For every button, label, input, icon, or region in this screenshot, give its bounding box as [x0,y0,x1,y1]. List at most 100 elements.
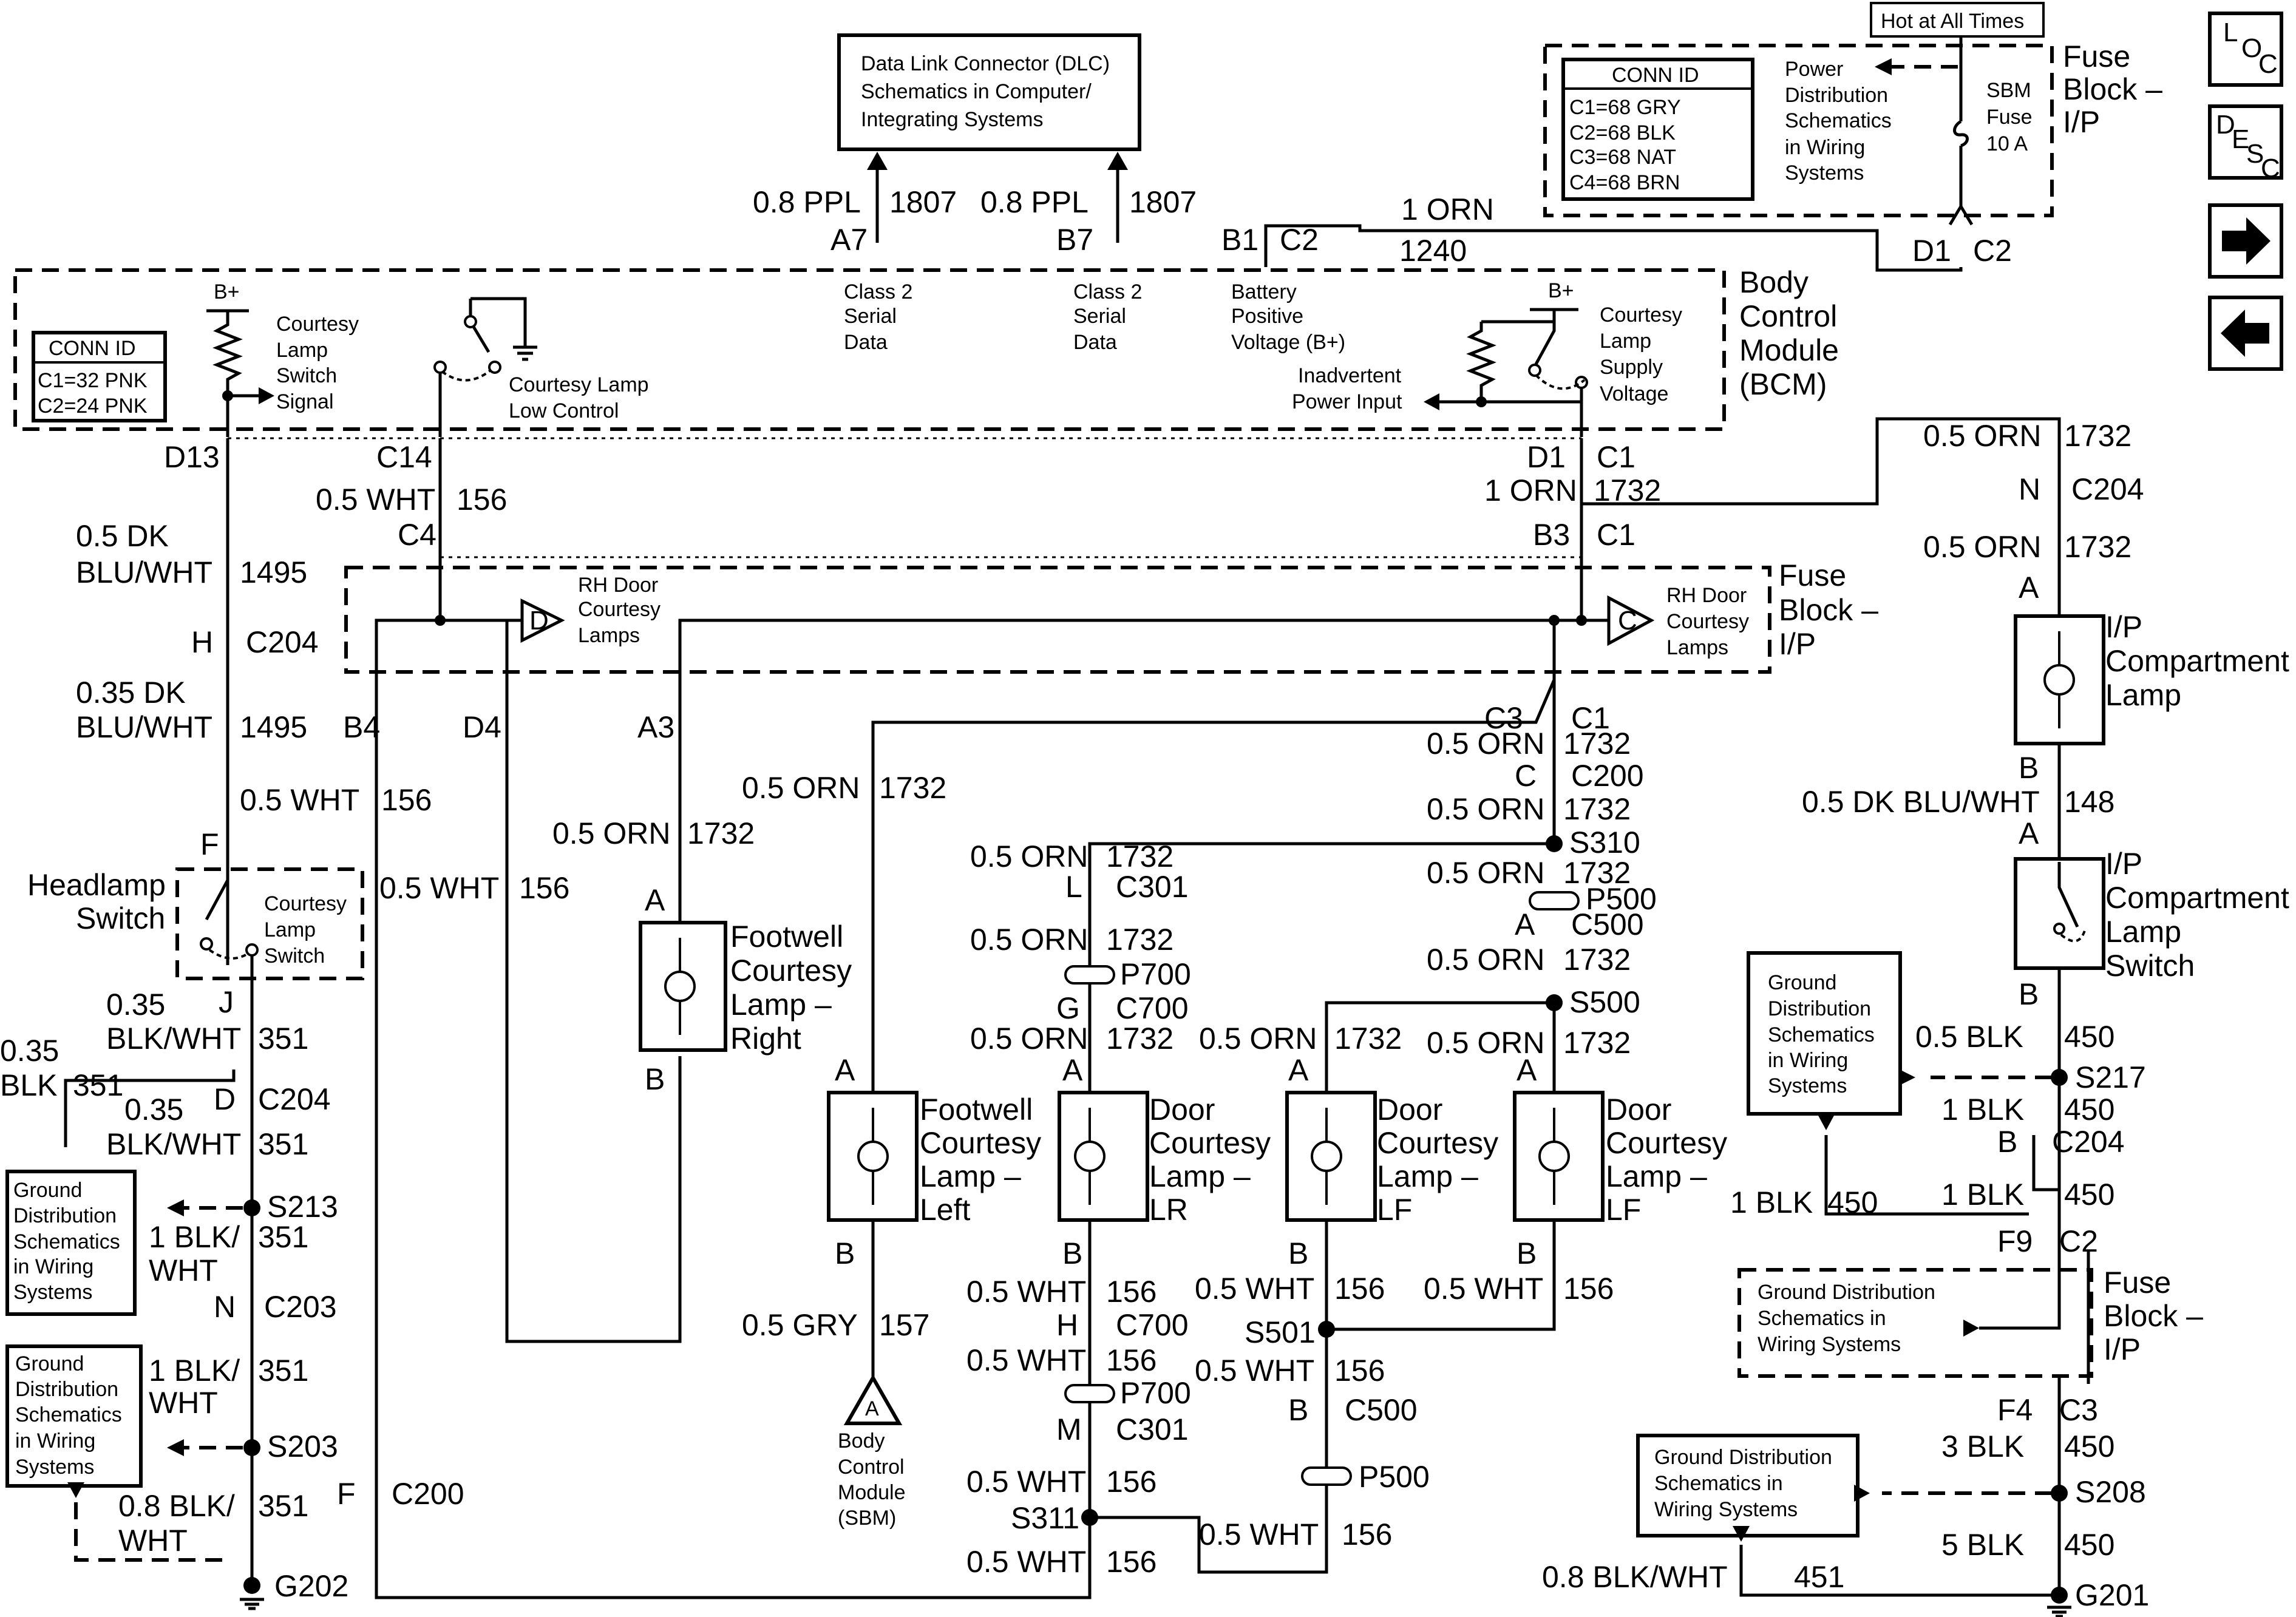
rh-left-3: Lamps [578,624,640,647]
fuse-block-bot-1: Fuse [2104,1266,2171,1300]
dlc-line-2: Schematics in Computer/ [861,80,1092,103]
a7-circuit: 1807 [889,185,957,219]
connector-p500-b [1301,1466,1352,1486]
splice-s203: S203 [267,1429,338,1463]
bcm-ref-4: (SBM) [838,1507,896,1530]
fr-1: Footwell [730,920,843,954]
connector-p700-b [1064,1384,1115,1403]
ground-ref-2[interactable]: Ground Distribution Schematics in Wiring… [5,1344,143,1488]
pin-c-c200: C [1515,759,1537,793]
bcm-title-3: Module [1739,333,1839,367]
svg-text:C1=68 GRY: C1=68 GRY [1569,96,1681,119]
svg-text:CONN ID: CONN ID [1612,64,1699,87]
class2-b-1: Class 2 [1073,280,1142,303]
lr-4: LR [1149,1193,1188,1227]
pin-h2: H [1056,1308,1078,1342]
c1732-g: 1732 [1563,856,1631,890]
svg-text:Ground Distribution: Ground Distribution [1654,1446,1832,1469]
pin-m: M [1056,1412,1082,1446]
switch-signal-1: Courtesy [276,313,359,336]
ip-compartment-lamp-switch[interactable] [2014,857,2105,970]
orn-wire-label: 1 ORN [1401,192,1494,226]
headlamp-label-1: Headlamp [27,868,166,902]
courtesy-lamp-switch[interactable] [200,874,259,960]
gnd4-2: Schematics in [1758,1307,1886,1330]
pin-b-lr: B [1062,1236,1082,1270]
desc-button[interactable]: D E S C [2208,104,2283,183]
lf2-2: Courtesy [1606,1126,1727,1160]
blk035-c: 0.35 [0,1034,59,1068]
blk5: 5 BLK [1941,1528,2024,1562]
c157: 157 [879,1308,929,1342]
c156-i: 156 [1563,1272,1614,1306]
next-page-button[interactable] [2208,203,2283,279]
svg-text:Wiring Systems: Wiring Systems [1654,1498,1798,1521]
pin-c14: C14 [376,440,432,474]
w156-b: 0.5 WHT [240,783,359,817]
c351-c: 351 [258,1127,308,1161]
pin-a-lf1: A [1288,1053,1309,1087]
supply-4: Voltage [1600,382,1668,405]
desc-letter-d: D [2216,110,2235,140]
bcm-ref-1: Body [838,1429,885,1453]
pin-j: J [219,985,234,1019]
lf1-2: Courtesy [1377,1126,1498,1160]
loc-button[interactable]: L O C [2208,12,2283,87]
ip-lamp-2: Compartment [2105,644,2289,678]
blk1-c: 1 BLK/ [149,1354,240,1388]
c700-b: C700 [1116,1308,1189,1342]
ground-ref-1[interactable]: Ground Distribution Schematics in Wiring… [5,1170,137,1316]
ground-ref-3[interactable]: Ground Distribution Schematics in Wiring… [1747,951,1902,1116]
pin-a-fr: A [645,883,665,917]
c450-a: 450 [2064,1020,2114,1054]
svg-text:in Wiring: in Wiring [1768,1049,1848,1072]
svg-text:Hot at All Times: Hot at All Times [1881,10,2024,33]
fuse-rating: 10 A [1986,132,2028,155]
c500-b: C500 [1345,1393,1418,1427]
dkblu-3: 0.35 DK [76,676,186,710]
supply-2: Lamp [1600,330,1651,353]
lf2-4: LF [1606,1193,1641,1227]
blk035-e: 0.35 [124,1093,183,1127]
c301: C301 [1116,870,1189,904]
svg-text:Schematics: Schematics [13,1230,120,1253]
dlc-reference-box[interactable]: Data Link Connector (DLC) Schematics in … [837,33,1141,151]
c301-b: C301 [1116,1412,1189,1446]
c351-a: 351 [258,1022,308,1056]
class2-b-2: Serial [1073,305,1126,328]
fuse-block-conn-id-table: CONN ID C1=68 GRY C2=68 BLK C3=68 NAT C4… [1561,58,1754,201]
pin-d1-top: D1 [1912,234,1951,268]
previous-page-button[interactable] [2208,296,2283,371]
orn-j: 0.5 ORN [1923,419,2042,453]
c1732-i: 1732 [1106,1022,1173,1056]
fuse-block-top-title-2: Block – [2063,72,2162,106]
c500-a: C500 [1571,907,1644,941]
c204-b: C204 [258,1082,331,1116]
hot-at-all-times-label: Hot at All Times [1870,2,2045,38]
fuse-block-mid-outline [344,566,1771,674]
loc-letter-l: L [2223,18,2238,47]
pin-n: N [214,1290,236,1324]
ip-compartment-lamp [2014,614,2105,745]
ip-lamp-1: I/P [2105,610,2142,644]
svg-text:Systems: Systems [1785,161,1864,185]
a7-wire-label: 0.8 PPL [753,185,861,219]
fuse-block-bot-outline [1737,1268,2093,1378]
hl-switch-2: Lamp [264,918,316,941]
power-distribution-reference[interactable]: Power Distribution Schematics in Wiring … [1785,58,1892,185]
w156-i: 0.5 WHT [1424,1272,1543,1306]
supply-3: Supply [1600,356,1663,379]
ground-ref-5[interactable]: Ground Distribution Schematics in Wiring… [1636,1434,1860,1537]
left-arrow-icon [2221,310,2269,357]
pin-b1: B1 [1221,223,1258,257]
pin-a-c500: A [1515,907,1535,941]
c450-c: 450 [2064,1178,2114,1212]
svg-text:in Wiring: in Wiring [13,1255,93,1278]
c351-e: 351 [258,1354,308,1388]
p500-b: P500 [1359,1460,1430,1494]
low-control-2: Low Control [509,399,619,422]
bcm-reference-triangle[interactable]: A [843,1374,903,1425]
pin-b-fr: B [645,1062,665,1096]
ip-switch-1: I/P [2105,847,2142,881]
pin-b3: B3 [1533,518,1570,552]
